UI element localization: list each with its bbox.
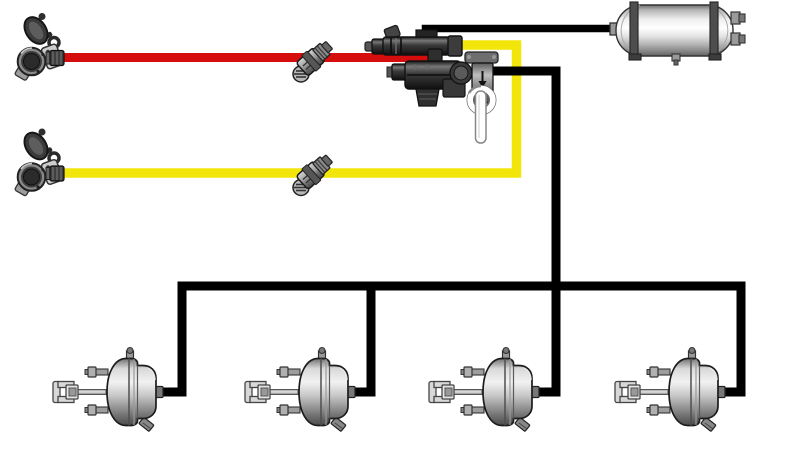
service-control-line — [58, 40, 522, 178]
valve-to-chambers-main-pipe — [478, 66, 561, 397]
gladhand-coupling-service — [12, 126, 66, 199]
brake-chamber-1 — [52, 346, 164, 433]
diagram-components — [12, 1, 746, 433]
gladhand-coupling-emergency — [12, 11, 66, 83]
brake-chamber-3 — [428, 346, 540, 433]
brake-chamber-2 — [244, 346, 356, 433]
pipe-lines — [58, 24, 746, 397]
air-reservoir — [609, 1, 746, 66]
brake-chamber-4 — [614, 346, 726, 433]
